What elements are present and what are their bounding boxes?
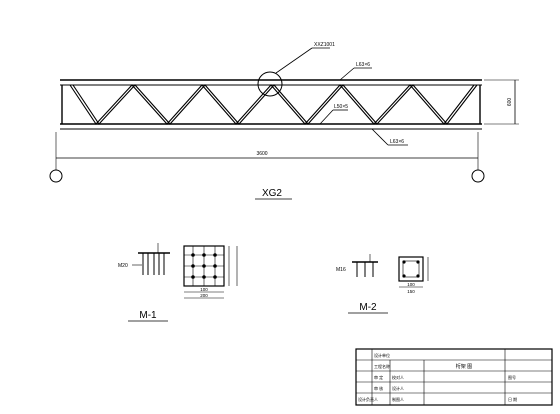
title-block-row-2: 工程名称	[374, 363, 390, 369]
drawing-label: 桁架 图	[456, 363, 472, 370]
m1-anchor-dots	[191, 253, 217, 279]
support-right	[471, 169, 485, 183]
title-block-row-4: 审 核	[374, 385, 383, 391]
m2-detail	[352, 254, 429, 288]
m2-title: M-2	[359, 302, 377, 313]
sheet-number: 图号	[508, 374, 516, 380]
m1-detail	[132, 243, 238, 299]
sheet-date: 日 期	[508, 396, 517, 402]
m1-anchor-label: M20	[118, 263, 128, 269]
title-block-role-2: 设计人	[392, 385, 404, 391]
callout-web: L50×5	[334, 104, 348, 110]
truss-elevation	[49, 47, 519, 183]
title-block-row-5: 设计负责人	[358, 396, 378, 402]
m2-anchor-label: M16	[336, 267, 346, 273]
m1-dim-a: 100	[200, 287, 208, 292]
title-block-role-3: 制图人	[392, 396, 404, 402]
m2-anchor-dots	[402, 260, 420, 278]
callout-top: XXZ1001	[314, 42, 335, 48]
support-left	[49, 169, 63, 183]
title-block-row-3: 审 定	[374, 374, 383, 380]
m2-dim-b: 150	[407, 289, 415, 294]
m2-plan-plate	[398, 256, 424, 282]
height-dimension-text: 600	[507, 98, 513, 107]
web-members	[69, 84, 478, 125]
title-block-role-1: 校对人	[392, 374, 404, 380]
truss-title: XG2	[262, 188, 282, 199]
callout-bottom-chord: L63×6	[390, 139, 404, 145]
m2-dim-a: 100	[407, 282, 415, 287]
callout-top-chord: L63×6	[356, 62, 370, 68]
title-block-row-1: 设计单位	[374, 352, 390, 358]
m1-title: M-1	[139, 310, 157, 321]
span-dimension-text: 3600	[256, 151, 267, 157]
title-block	[355, 348, 553, 406]
m1-dim-b: 200	[200, 293, 208, 298]
detail-circle	[257, 71, 283, 97]
